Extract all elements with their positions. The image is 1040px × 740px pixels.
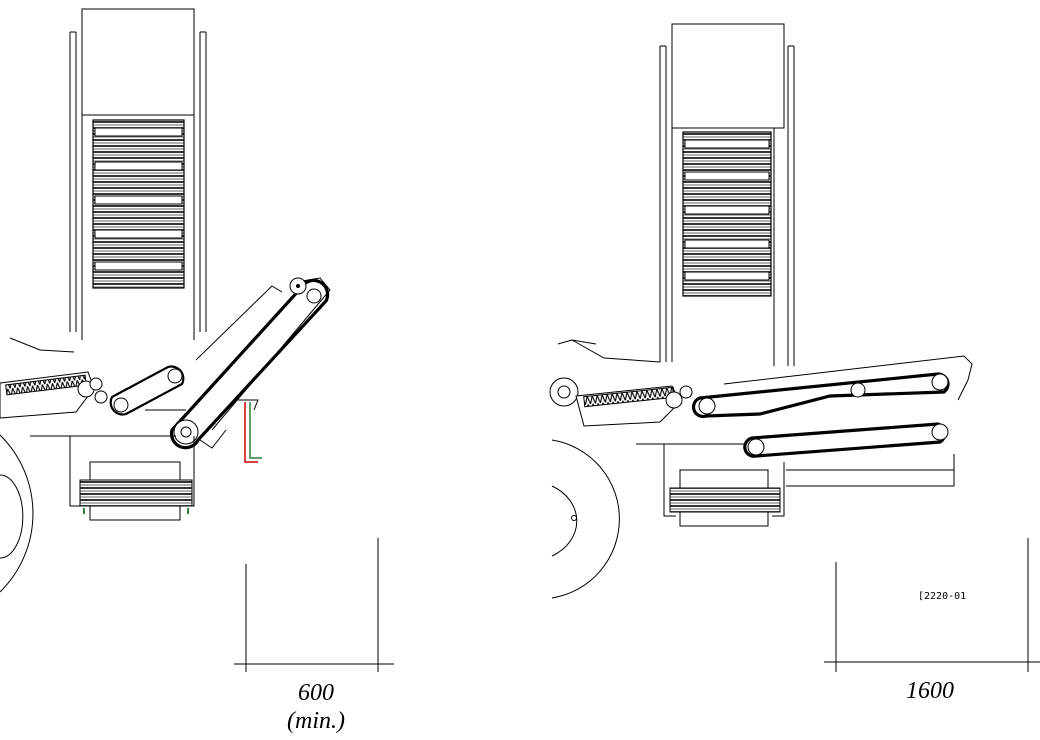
right-feed-guide xyxy=(557,339,661,363)
left-tower-rail-left xyxy=(69,31,77,332)
left-short-pulley-a xyxy=(113,397,129,413)
left-short-conveyor xyxy=(109,365,185,416)
right-vertical-tower xyxy=(659,23,795,366)
left-crusher-unit xyxy=(69,436,195,521)
right-tower-head xyxy=(671,23,785,129)
left-tower-frames xyxy=(94,127,183,271)
right-dimension-value: 1600 xyxy=(906,678,954,704)
right-lower-pulley-b xyxy=(931,423,949,441)
right-lower-pulley-a xyxy=(747,438,765,456)
left-swing-head-hub xyxy=(296,284,300,288)
right-tower-rail-right xyxy=(787,45,795,366)
right-upper-hood xyxy=(723,355,973,401)
right-lower-belt xyxy=(743,422,947,458)
right-discharge-chute xyxy=(786,454,955,487)
right-tower-rail-left xyxy=(659,45,667,362)
right-long-pulley-a xyxy=(698,397,716,415)
left-dimension-note: (min.) xyxy=(287,708,345,734)
right-crusher-rollers xyxy=(669,487,781,513)
left-inclined-conveyor xyxy=(0,371,108,419)
right-inclined-conveyor xyxy=(549,377,693,427)
right-dimension-lines xyxy=(824,538,1040,672)
left-short-belt xyxy=(109,365,185,416)
right-drive-hub xyxy=(557,385,571,399)
right-view: [2220-01 1600 xyxy=(549,23,1040,704)
left-swing-conveyor xyxy=(145,277,331,450)
left-swing-guard xyxy=(195,285,283,361)
left-swing-cover xyxy=(211,277,331,431)
left-tower-head xyxy=(81,8,195,116)
left-drum-inner xyxy=(0,474,24,559)
right-crusher-frame xyxy=(663,444,785,517)
left-short-pulley-b xyxy=(167,368,183,384)
right-drum-inner xyxy=(551,485,578,557)
drawing-code: [2220-01 xyxy=(918,591,966,602)
left-stand-bracket xyxy=(238,399,259,411)
left-swing-pivot xyxy=(173,419,199,445)
left-swing-belt xyxy=(169,278,330,450)
left-stand-red xyxy=(244,402,258,463)
left-idler-2 xyxy=(94,390,108,404)
left-swing-brackets xyxy=(145,409,227,449)
left-tower-rail-right xyxy=(199,31,207,332)
left-drum-outer xyxy=(0,434,34,593)
left-vertical-tower xyxy=(69,8,207,340)
left-view: 600 (min.) xyxy=(0,8,394,734)
left-tower-body xyxy=(81,115,195,340)
left-swing-pivot-hub xyxy=(180,426,192,438)
right-lower-conveyor xyxy=(743,422,949,458)
right-tower-body xyxy=(671,128,775,366)
right-long-belt xyxy=(691,372,950,419)
right-crusher-unit xyxy=(663,444,785,527)
left-stand-green xyxy=(249,402,262,459)
left-support-stand xyxy=(238,399,262,463)
left-incline-belt xyxy=(5,374,87,396)
right-long-pulley-b xyxy=(931,373,949,391)
right-drum-outer xyxy=(551,439,620,599)
right-long-conveyor xyxy=(691,372,950,419)
left-crusher-green-feet xyxy=(83,508,189,514)
right-incline-roller xyxy=(665,391,683,409)
left-dimension-value: 600 xyxy=(298,680,334,706)
right-idler xyxy=(679,385,693,399)
right-dimension: [2220-01 1600 xyxy=(824,538,1040,704)
right-long-pulley-mid xyxy=(850,382,866,398)
right-tower-frames xyxy=(684,139,770,281)
left-swing-tail-drum xyxy=(306,288,322,304)
right-drum-center xyxy=(571,515,577,521)
right-drive-wheel xyxy=(549,377,579,407)
left-dimension: 600 (min.) xyxy=(234,538,394,734)
left-feed-guide xyxy=(9,337,75,353)
left-dimension-lines xyxy=(234,538,394,672)
left-idler xyxy=(89,377,103,391)
left-crusher-rollers xyxy=(79,479,193,507)
